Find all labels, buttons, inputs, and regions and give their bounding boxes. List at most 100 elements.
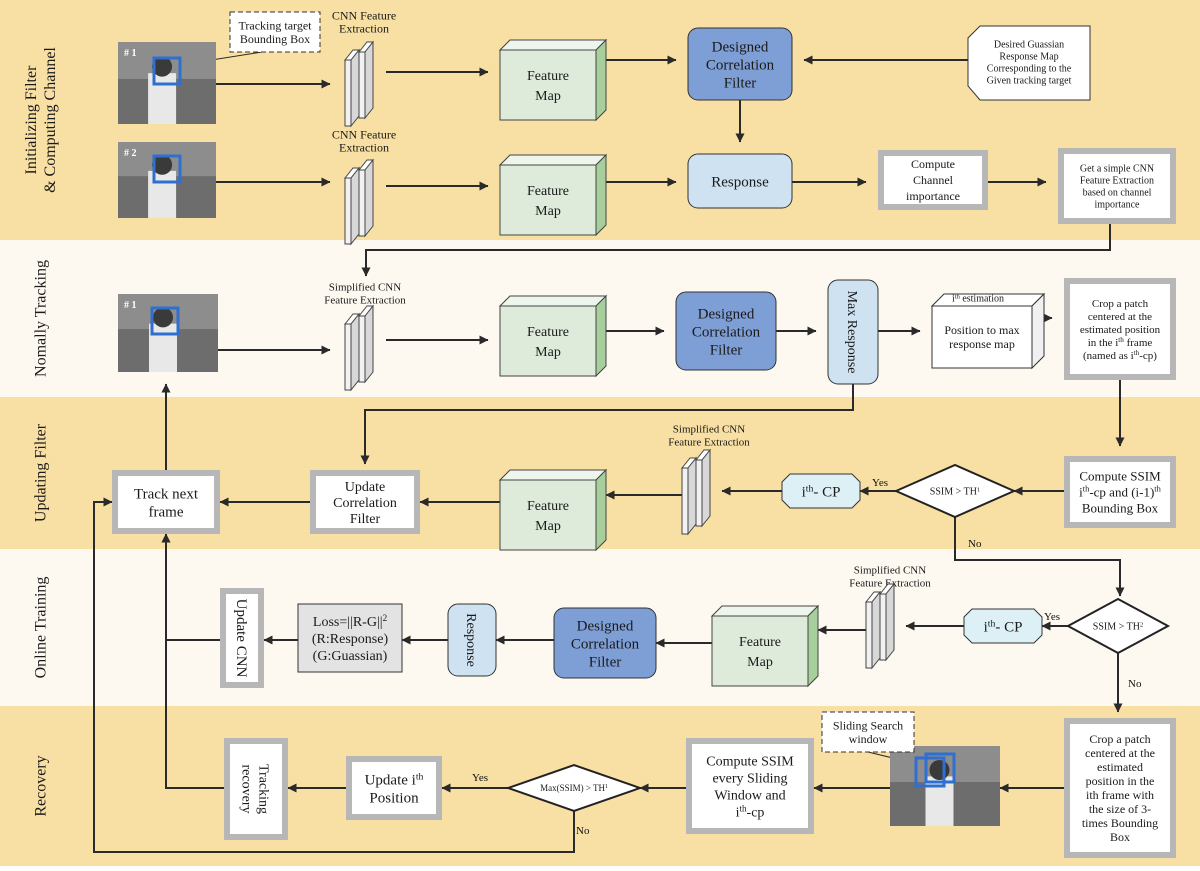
frame-3-photo-head <box>153 307 173 328</box>
ssim-th2-diamond: SSIM > TH2 <box>1065 597 1171 655</box>
frame-1-photo-body <box>148 73 177 124</box>
feature-map-4-side <box>595 468 607 552</box>
compute-channel-box-inner <box>884 156 982 204</box>
sliding-window-photo-bounding-box <box>914 756 946 788</box>
frame-2-photo-number: # 2 <box>124 148 137 159</box>
ith-cp-box-2-shape <box>963 608 1043 644</box>
feature-map-3-top <box>498 295 608 307</box>
tracking-target-callout-rect <box>229 11 321 53</box>
arrow-recovery-to-tracknext <box>161 533 224 789</box>
frame-1-photo-number: # 1 <box>124 48 137 59</box>
cnn-blocks-2-slab-side <box>364 158 374 238</box>
arrow-maxresp-to-updatefilter <box>360 384 854 465</box>
feature-map-1-top <box>498 39 608 51</box>
cnn-blocks-5-slab-side <box>871 590 881 670</box>
feature-map-3-front <box>499 305 597 377</box>
no-label-3: No <box>576 825 590 837</box>
feature-map-2-side <box>595 153 607 237</box>
feature-map-5-top <box>710 605 820 617</box>
cnn-blocks-3-slab-side <box>350 312 360 392</box>
crop-patch-2-box-inner <box>1070 724 1170 852</box>
cnn-blocks-4-slab-side <box>687 456 697 536</box>
cnn-blocks-5-slab-front <box>865 601 873 669</box>
feature-map-1-side <box>595 38 607 122</box>
ssim-th2-diamond-shape <box>1065 597 1171 655</box>
cnn-blocks-3-slab-front <box>344 323 352 391</box>
response-box-1-rect <box>687 153 793 209</box>
designed-filter-2-rect <box>675 291 777 371</box>
cnn-blocks-3 <box>343 304 375 392</box>
cnn-blocks-2-slab-front <box>344 177 352 245</box>
update-filter-box-inner <box>316 476 414 528</box>
loss-box-label: Loss=||R-G||2(R:Response)(G:Guassian) <box>312 613 389 664</box>
frame-3-photo-body <box>149 323 177 372</box>
desired-gaussian-shape <box>967 25 1091 101</box>
frame-2-photo-body <box>148 170 177 218</box>
ssim-th1-diamond-shape <box>893 463 1017 519</box>
yes-label-1: Yes <box>872 477 888 489</box>
frame-2-photo-head <box>152 154 173 175</box>
feature-map-3-side <box>595 294 607 378</box>
cnn-blocks-1-slab-side <box>350 48 360 128</box>
simple-cnn-box-inner <box>1064 154 1170 218</box>
update-cnn-box-inner <box>226 594 258 682</box>
ssim-th1-diamond: SSIM > TH1 <box>893 463 1017 519</box>
sliding-window-photo <box>890 746 1000 826</box>
feature-map-4-front <box>499 479 597 551</box>
max-response-box: Max Response <box>827 279 879 385</box>
cnn-blocks-5 <box>864 582 896 670</box>
loss-box: Loss=||R-G||2(R:Response)(G:Guassian) <box>297 603 403 673</box>
feature-map-2-front <box>499 164 597 236</box>
ith-estimation-cube <box>930 292 1046 370</box>
cnn-blocks-4-slab-front <box>681 467 689 535</box>
frame-2-photo: # 2 <box>118 142 216 218</box>
arrow-maxssim-no-to-tracknext <box>93 497 575 853</box>
response-box-2: Response <box>447 603 497 677</box>
tracking-recovery-box: Trackingrecovery <box>224 738 288 840</box>
frame-2-photo-bounding-box <box>152 154 182 184</box>
cnn-blocks-1-slab-side <box>364 40 374 120</box>
cnn-blocks-5-slab-front <box>879 593 887 661</box>
cnn-blocks-4-slab-side <box>701 448 711 528</box>
max-ssim-diamond-shape <box>504 763 644 813</box>
compute-ssim-1-box-inner <box>1070 462 1170 522</box>
response-box-1: Response <box>687 153 793 209</box>
ith-cp-box-1-shape <box>781 473 861 509</box>
cnn-blocks-2-slab-front <box>358 169 366 237</box>
crop-patch-1-box-inner <box>1070 284 1170 374</box>
feature-map-2-top <box>498 154 608 166</box>
sliding-search-callout-rect <box>821 711 915 753</box>
loss-box-rect <box>297 603 403 673</box>
cnn-blocks-2 <box>343 158 375 246</box>
sliding-window-photo-bounding-box <box>924 752 956 784</box>
feature-map-5-side <box>807 604 819 688</box>
cnn-blocks-1-slab-front <box>344 59 352 127</box>
ith-cp-box-2: ith- CP <box>963 608 1043 644</box>
